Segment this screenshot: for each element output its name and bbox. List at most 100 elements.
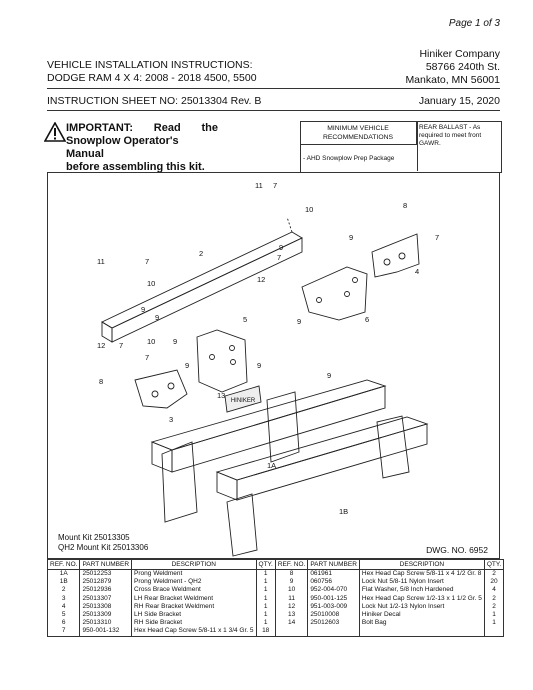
callout: 7 (277, 253, 281, 262)
callout: 7 (435, 233, 439, 242)
cell-part-number: 950-001-132 (79, 627, 133, 637)
rh-side-bracket-drawing (301, 266, 368, 321)
cell-qty: 1 (483, 619, 505, 628)
cell-qty: 4 (483, 586, 505, 595)
cell-ref-no: 1A (46, 569, 81, 579)
callout: 9 (155, 313, 159, 322)
callout: 9 (297, 317, 301, 326)
callout: 2 (199, 249, 203, 258)
cell-ref-no: 5 (46, 611, 81, 620)
cell-part-number: 061961 (307, 569, 360, 579)
subheader-divider (47, 110, 500, 111)
cell-ref-no: 4 (46, 602, 81, 612)
cell-qty: 1 (255, 569, 276, 579)
callout: 1B (339, 507, 348, 516)
cell-ref-no: 3 (46, 594, 81, 603)
hiniker-decal-drawing (224, 385, 262, 413)
cell-part-number: 25013308 (79, 602, 133, 612)
lh-side-bracket-drawing (196, 329, 248, 393)
cell-qty: 18 (255, 627, 276, 637)
callout: 4 (415, 267, 419, 276)
cell-ref-no: 14 (274, 619, 309, 628)
callout: 11 (255, 181, 263, 190)
cell-qty: 1 (255, 602, 276, 612)
page-number: Page 1 of 3 (448, 18, 500, 29)
cell-part-number: 25012936 (79, 586, 133, 595)
cell-ref-no: 1B (46, 578, 81, 587)
cell-ref-no: 13 (274, 611, 309, 620)
cross-brace-drawing (101, 216, 303, 343)
min-vehicle-heading-2: RECOMMENDATIONS (322, 134, 394, 141)
document-title: VEHICLE INSTALLATION INSTRUCTIONS: DODGE… (47, 59, 257, 85)
cell-qty: 2 (483, 594, 505, 603)
document-date: January 15, 2020 (418, 95, 500, 107)
cell-ref-no: 6 (46, 619, 81, 628)
col-qty: QTY. (255, 559, 276, 570)
title-line-1: VEHICLE INSTALLATION INSTRUCTIONS: (47, 59, 253, 71)
cell-description: Cross Brace Weldment (131, 586, 257, 595)
callout: 9 (141, 305, 145, 314)
callout: 13 (217, 391, 225, 400)
cell-part-number: 25012879 (79, 578, 133, 587)
cell-ref-no: 10 (274, 586, 309, 595)
cell-qty: 20 (483, 578, 505, 587)
cell-part-number: 25013309 (79, 611, 133, 620)
cell-description: Prong Weldment (131, 569, 257, 579)
cell-description: Hex Head Cap Screw 5/8-11 x 4 1/2 Gr. 8 (358, 569, 485, 579)
cell-part-number: 25012603 (307, 619, 360, 628)
callout: 10 (147, 337, 155, 346)
col-ref-no: REF. NO. (274, 559, 309, 570)
col-part-number: PART NUMBER (307, 559, 360, 570)
callout: 7 (145, 257, 149, 266)
min-vehicle-item: - AHD Snowplow Prep Package (303, 155, 395, 162)
company-city: Mankato, MN 56001 (405, 74, 500, 86)
callout: 10 (305, 205, 313, 214)
cell-description: LH Side Bracket (131, 611, 257, 620)
cell-description: Bolt Bag (358, 619, 485, 628)
callout: 7 (119, 341, 123, 350)
instruction-sheet-number: INSTRUCTION SHEET NO: 25013304 Rev. B (47, 95, 262, 107)
callout: 9 (279, 243, 283, 252)
callout: 5 (243, 315, 247, 324)
col-qty: QTY. (483, 559, 505, 570)
cell-description: RH Side Bracket (131, 619, 257, 628)
cell-description: Hex Head Cap Screw 5/8-11 x 1 3/4 Gr. 5 (131, 627, 257, 637)
cell-part-number: 25013307 (79, 594, 133, 603)
cell-qty: 1 (255, 619, 276, 628)
drawing-number: DWG. NO. 6952 (426, 545, 488, 555)
callout: 9 (327, 371, 331, 380)
cell-part-number: 951-003-009 (307, 602, 360, 612)
cell-description: Hex Head Cap Screw 1/2-13 x 1 1/2 Gr. 5 (358, 594, 485, 603)
cell-description: RH Rear Bracket Weldment (131, 602, 257, 612)
callout: 12 (257, 275, 265, 284)
parts-table: REF. NO. PART NUMBER DESCRIPTION QTY. RE… (46, 559, 505, 637)
callout: 12 (97, 341, 105, 350)
important-warning: IMPORTANT: Read the Snowplow Operator's … (66, 122, 218, 174)
lh-rear-bracket-drawing (134, 369, 188, 409)
cell-part-number (307, 627, 360, 637)
cell-qty: 2 (483, 602, 505, 612)
col-ref-no: REF. NO. (46, 559, 81, 570)
col-part-number: PART NUMBER (79, 559, 133, 570)
col-description: DESCRIPTION (131, 559, 257, 570)
parts-table-header: REF. NO. PART NUMBER DESCRIPTION QTY. RE… (46, 559, 505, 570)
cell-qty: 1 (255, 611, 276, 620)
cell-part-number: 060756 (307, 578, 360, 587)
cell-ref-no: 7 (46, 627, 81, 637)
warning-word-the: the (201, 122, 218, 134)
callout: 8 (99, 377, 103, 386)
mount-kit-labels: Mount Kit 25013305 QH2 Mount Kit 2501330… (58, 533, 148, 553)
cell-part-number: 25013310 (79, 619, 133, 628)
qh2-mount-kit: QH2 Mount Kit 25013306 (58, 543, 149, 552)
cell-part-number: 25012253 (79, 569, 133, 579)
min-vehicle-heading: MINIMUM VEHICLE RECOMMENDATIONS (300, 121, 417, 145)
cell-ref-no: 8 (274, 569, 309, 579)
callout: 9 (173, 337, 177, 346)
cell-description: Hiniker Decal (358, 611, 485, 620)
